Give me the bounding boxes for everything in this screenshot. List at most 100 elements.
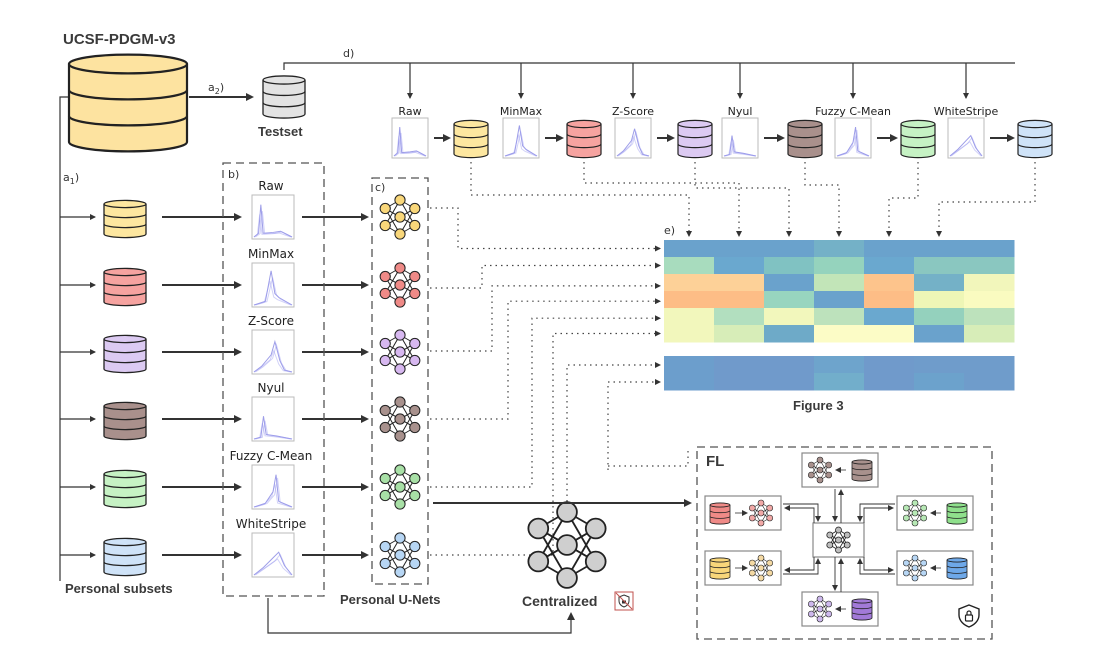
heatmap-cell bbox=[764, 325, 815, 343]
fl-client-db-icon bbox=[852, 460, 872, 481]
heatmap-cell bbox=[964, 274, 1015, 292]
normalized-testset-db-icon bbox=[1018, 120, 1052, 157]
heatmap-cell bbox=[964, 291, 1015, 309]
personal-subset-db-icon bbox=[104, 538, 146, 575]
heatmap-cell bbox=[764, 373, 815, 391]
testset-label: Testset bbox=[258, 124, 303, 139]
histogram-thumbnail bbox=[503, 118, 539, 158]
heatmap-cell bbox=[664, 274, 715, 292]
normalized-testset-db-icon bbox=[454, 120, 488, 157]
heatmap-cell bbox=[864, 240, 915, 258]
normalization-label: Fuzzy C-Mean bbox=[815, 105, 891, 118]
federated-learning-diagram bbox=[705, 453, 973, 626]
heatmap-cell bbox=[964, 308, 1015, 326]
heatmap-cell bbox=[714, 373, 765, 391]
dotted-connector bbox=[608, 450, 688, 466]
trunk-a1 bbox=[60, 97, 68, 581]
heatmap-cell bbox=[964, 356, 1015, 374]
fl-link bbox=[860, 504, 895, 521]
dotted-connector bbox=[584, 162, 739, 236]
heatmap-cell bbox=[914, 356, 965, 374]
heatmap-cell bbox=[914, 291, 965, 309]
personal-subset-db-icon bbox=[104, 335, 146, 372]
normalized-testset-db-icon bbox=[788, 120, 822, 157]
heatmap-cell bbox=[664, 356, 715, 374]
histogram-thumbnail bbox=[252, 533, 294, 577]
fl-client-db-icon bbox=[947, 558, 967, 579]
heatmap-cell bbox=[764, 291, 815, 309]
fl-client-db-icon bbox=[710, 558, 730, 579]
personal-unet-icon bbox=[380, 263, 420, 307]
normalized-testset-db-icon bbox=[901, 120, 935, 157]
normalization-label: Fuzzy C-Mean bbox=[230, 449, 313, 463]
histogram-thumbnail bbox=[252, 263, 294, 307]
heatmap-cell bbox=[814, 291, 865, 309]
label-c: c) bbox=[375, 181, 385, 194]
personal-subset-db-icon bbox=[104, 470, 146, 507]
personal-subsets-label: Personal subsets bbox=[65, 581, 173, 596]
personal-subset-rows: RawMinMaxZ-ScoreNyulFuzzy C-MeanWhiteStr… bbox=[60, 179, 420, 577]
normalized-testset-db-icon bbox=[678, 120, 712, 157]
heatmap-cell bbox=[664, 325, 715, 343]
personal-unet-icon bbox=[380, 465, 420, 509]
fl-client-db-icon bbox=[710, 503, 730, 524]
heatmap-cell bbox=[914, 308, 965, 326]
personal-unet-icon bbox=[380, 195, 420, 239]
dotted-connector bbox=[805, 162, 839, 236]
heatmap-cell bbox=[964, 257, 1015, 275]
heatmap-cell bbox=[814, 274, 865, 292]
label-d: d) bbox=[343, 47, 354, 60]
heatmap-cell bbox=[864, 257, 915, 275]
label-a1: a1) bbox=[63, 171, 79, 186]
no-privacy-icon bbox=[615, 592, 633, 610]
heatmap-cell bbox=[914, 274, 965, 292]
heatmap-cell bbox=[864, 291, 915, 309]
normalization-label: MinMax bbox=[248, 247, 294, 261]
heatmap-cell bbox=[664, 308, 715, 326]
dotted-connector bbox=[430, 208, 660, 249]
branch-line-d bbox=[284, 63, 1015, 70]
normalization-label: WhiteStripe bbox=[236, 517, 306, 531]
centralized-network-icon bbox=[528, 502, 605, 588]
heatmap-cell bbox=[664, 257, 715, 275]
normalization-label: Nyul bbox=[728, 105, 753, 118]
testset-database-icon bbox=[263, 76, 305, 118]
heatmap-cell bbox=[864, 325, 915, 343]
personal-subset-db-icon bbox=[104, 268, 146, 305]
dotted-connector bbox=[889, 162, 918, 236]
heatmap-cell bbox=[814, 325, 865, 343]
heatmap-cell bbox=[764, 356, 815, 374]
fl-link bbox=[785, 557, 814, 570]
dotted-connector bbox=[430, 301, 660, 419]
histogram-thumbnail bbox=[615, 118, 651, 158]
dotted-connector bbox=[567, 365, 660, 518]
dotted-connector bbox=[939, 162, 1035, 236]
heatmap-cell bbox=[914, 257, 965, 275]
heatmap-cell bbox=[664, 373, 715, 391]
heatmap-cell bbox=[714, 240, 765, 258]
main-database-icon bbox=[69, 55, 187, 152]
testset-normalization-row: RawMinMaxZ-ScoreNyulFuzzy C-MeanWhiteStr… bbox=[392, 63, 1052, 158]
normalization-label: Raw bbox=[258, 179, 283, 193]
heatmap-cell bbox=[864, 274, 915, 292]
heatmap-cell bbox=[764, 308, 815, 326]
fl-link bbox=[785, 508, 814, 523]
histogram-thumbnail bbox=[392, 118, 428, 158]
fl-client-bottom bbox=[802, 592, 878, 626]
normalization-label: Z-Score bbox=[612, 105, 654, 118]
histogram-thumbnail bbox=[835, 118, 871, 158]
personal-unet-icon bbox=[380, 330, 420, 374]
dataset-title: UCSF-PDGM-v3 bbox=[63, 31, 176, 48]
heatmap-cell bbox=[814, 356, 865, 374]
heatmap-cell bbox=[914, 325, 965, 343]
main-database-icon bbox=[69, 55, 187, 152]
centralized-label: Centralized bbox=[522, 593, 597, 609]
heatmap-cell bbox=[964, 240, 1015, 258]
heatmap-cell bbox=[864, 373, 915, 391]
normalization-label: MinMax bbox=[500, 105, 543, 118]
fl-client-top bbox=[802, 453, 878, 487]
heatmap-cell bbox=[764, 257, 815, 275]
fl-link bbox=[860, 559, 895, 574]
histogram-thumbnail bbox=[252, 465, 294, 509]
histogram-thumbnail bbox=[948, 118, 984, 158]
